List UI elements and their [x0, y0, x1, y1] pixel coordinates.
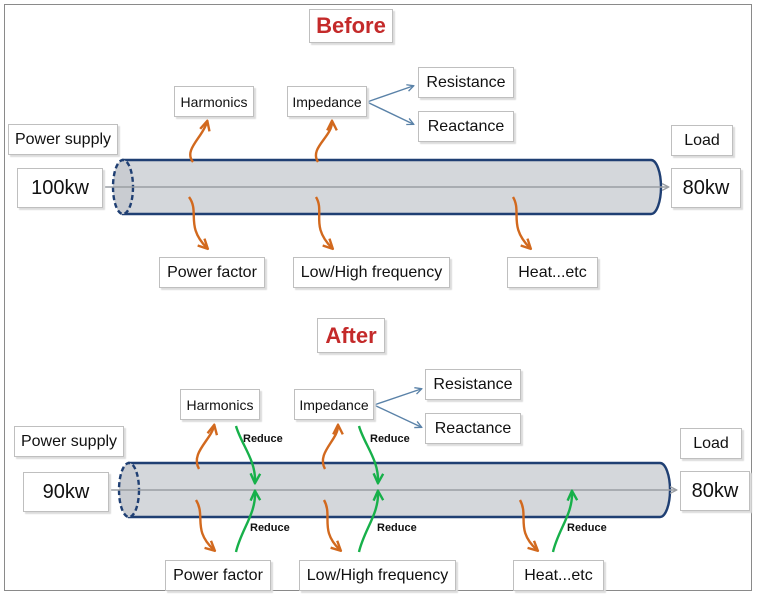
- after-resistance-label: Resistance: [425, 369, 521, 400]
- after-impedance-label: Impedance: [294, 389, 374, 420]
- before-impedance-arrows: [366, 86, 413, 124]
- after-reduce-arrows: [234, 425, 572, 553]
- before-pipe: [105, 158, 668, 216]
- before-loss-arrows: [187, 122, 530, 248]
- after-frequency-label: Low/High frequency: [299, 560, 456, 591]
- after-reactance-label: Reactance: [425, 413, 521, 444]
- after-impedance-arrows: [373, 389, 421, 427]
- after-harmonics-label: Harmonics: [180, 389, 260, 420]
- after-pipe: [111, 461, 676, 519]
- after-load-label: Load: [680, 428, 742, 459]
- before-load-label: Load: [671, 125, 733, 156]
- before-output-value: 80kw: [671, 168, 741, 208]
- before-frequency-label: Low/High frequency: [293, 257, 450, 288]
- after-input-value: 90kw: [23, 472, 109, 512]
- after-power-supply-label: Power supply: [14, 426, 124, 457]
- before-title: Before: [309, 9, 393, 43]
- before-heat-label: Heat...etc: [507, 257, 598, 288]
- before-power-supply-label: Power supply: [8, 124, 118, 155]
- before-power-factor-label: Power factor: [159, 257, 265, 288]
- before-impedance-label: Impedance: [287, 86, 367, 117]
- after-power-factor-label: Power factor: [165, 560, 271, 591]
- after-loss-arrows: [194, 426, 537, 550]
- reduce-label-frequency: Reduce: [377, 522, 417, 534]
- reduce-label-harmonics-top: Reduce: [243, 433, 283, 445]
- after-heat-label: Heat...etc: [513, 560, 604, 591]
- after-title: After: [317, 318, 385, 353]
- before-harmonics-label: Harmonics: [174, 86, 254, 117]
- reduce-label-impedance-top: Reduce: [370, 433, 410, 445]
- after-output-value: 80kw: [680, 471, 750, 511]
- before-reactance-label: Reactance: [418, 111, 514, 142]
- before-resistance-label: Resistance: [418, 67, 514, 98]
- before-input-value: 100kw: [17, 168, 103, 208]
- reduce-label-heat: Reduce: [567, 522, 607, 534]
- reduce-label-power-factor: Reduce: [250, 522, 290, 534]
